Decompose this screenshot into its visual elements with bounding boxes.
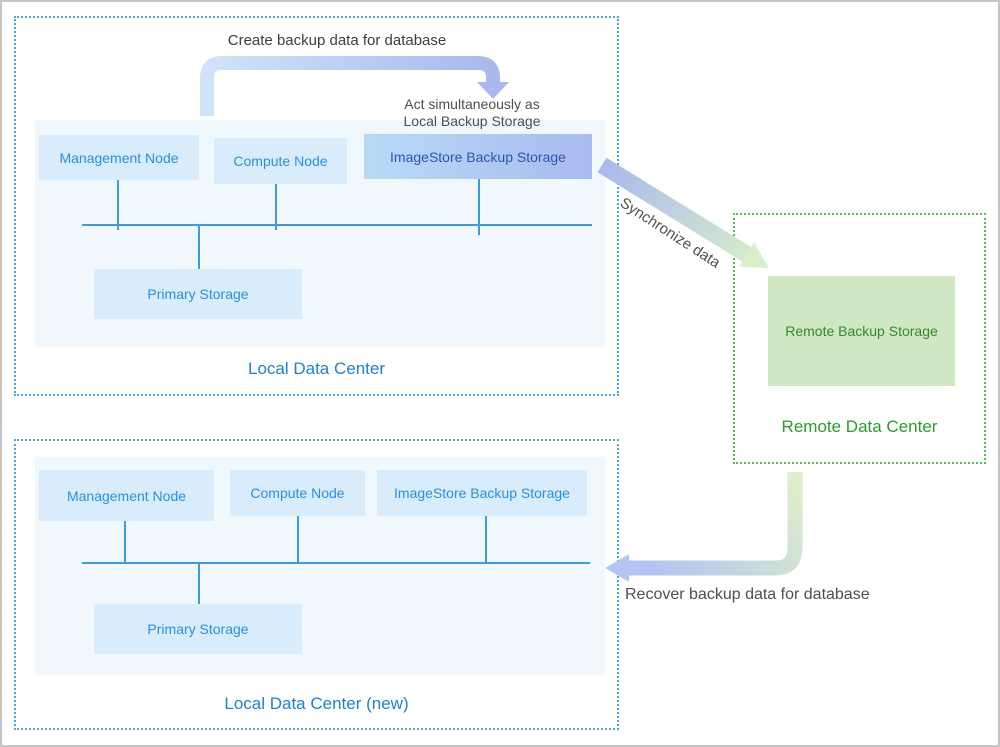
local-data-center-top-label: Local Data Center (247, 359, 386, 378)
primary-storage-label: Primary Storage (147, 621, 249, 637)
network-bus-line-bottom (82, 562, 590, 564)
management-node-box-bottom: Management Node (39, 470, 214, 521)
remote-backup-storage-label: Remote Backup Storage (785, 323, 938, 339)
network-bus-line-top (82, 224, 592, 226)
compute-node-connector-top (275, 184, 277, 230)
recover-backup-arrow (605, 472, 803, 582)
local-data-center-new-label: Local Data Center (new) (224, 694, 409, 713)
imagestore-backup-storage-label: ImageStore Backup Storage (394, 485, 570, 501)
primary-storage-box-bottom: Primary Storage (94, 604, 302, 654)
imagestore-backup-storage-label: ImageStore Backup Storage (390, 148, 566, 165)
imagestore-connector-bottom (485, 516, 487, 562)
remote-backup-storage-box: Remote Backup Storage (768, 276, 955, 386)
primary-storage-label: Primary Storage (147, 286, 249, 302)
management-node-label: Management Node (66, 487, 187, 504)
act-simultaneously-line2: Local Backup Storage (403, 113, 541, 129)
imagestore-backup-storage-box-bottom: ImageStore Backup Storage (377, 470, 587, 516)
compute-node-label: Compute Node (250, 485, 345, 501)
imagestore-connector-top (478, 179, 480, 235)
act-simultaneously-annotation: Act simultaneously as Local Backup Stora… (390, 96, 554, 130)
compute-node-box-top: Compute Node (214, 138, 347, 184)
recover-backup-annotation: Recover backup data for database (625, 586, 870, 603)
synchronize-data-annotation: Synchronize data (616, 194, 724, 272)
act-simultaneously-line1: Act simultaneously as (404, 96, 540, 112)
local-data-center-new-box (14, 439, 619, 730)
management-node-label: Management Node (59, 149, 179, 166)
management-node-box-top: Management Node (39, 135, 199, 180)
imagestore-backup-storage-box-top: ImageStore Backup Storage (364, 134, 592, 179)
primary-storage-box-top: Primary Storage (94, 269, 302, 319)
management-node-connector-bottom (124, 521, 126, 562)
management-node-connector-top (117, 180, 119, 230)
create-backup-annotation: Create backup data for database (227, 32, 447, 49)
primary-storage-connector-top (198, 224, 200, 270)
compute-node-connector-bottom (297, 516, 299, 562)
remote-data-center-box (733, 213, 986, 464)
remote-data-center-label: Remote Data Center (781, 417, 938, 436)
compute-node-label: Compute Node (233, 153, 328, 169)
primary-storage-connector-bottom (198, 562, 200, 604)
compute-node-box-bottom: Compute Node (230, 470, 365, 516)
